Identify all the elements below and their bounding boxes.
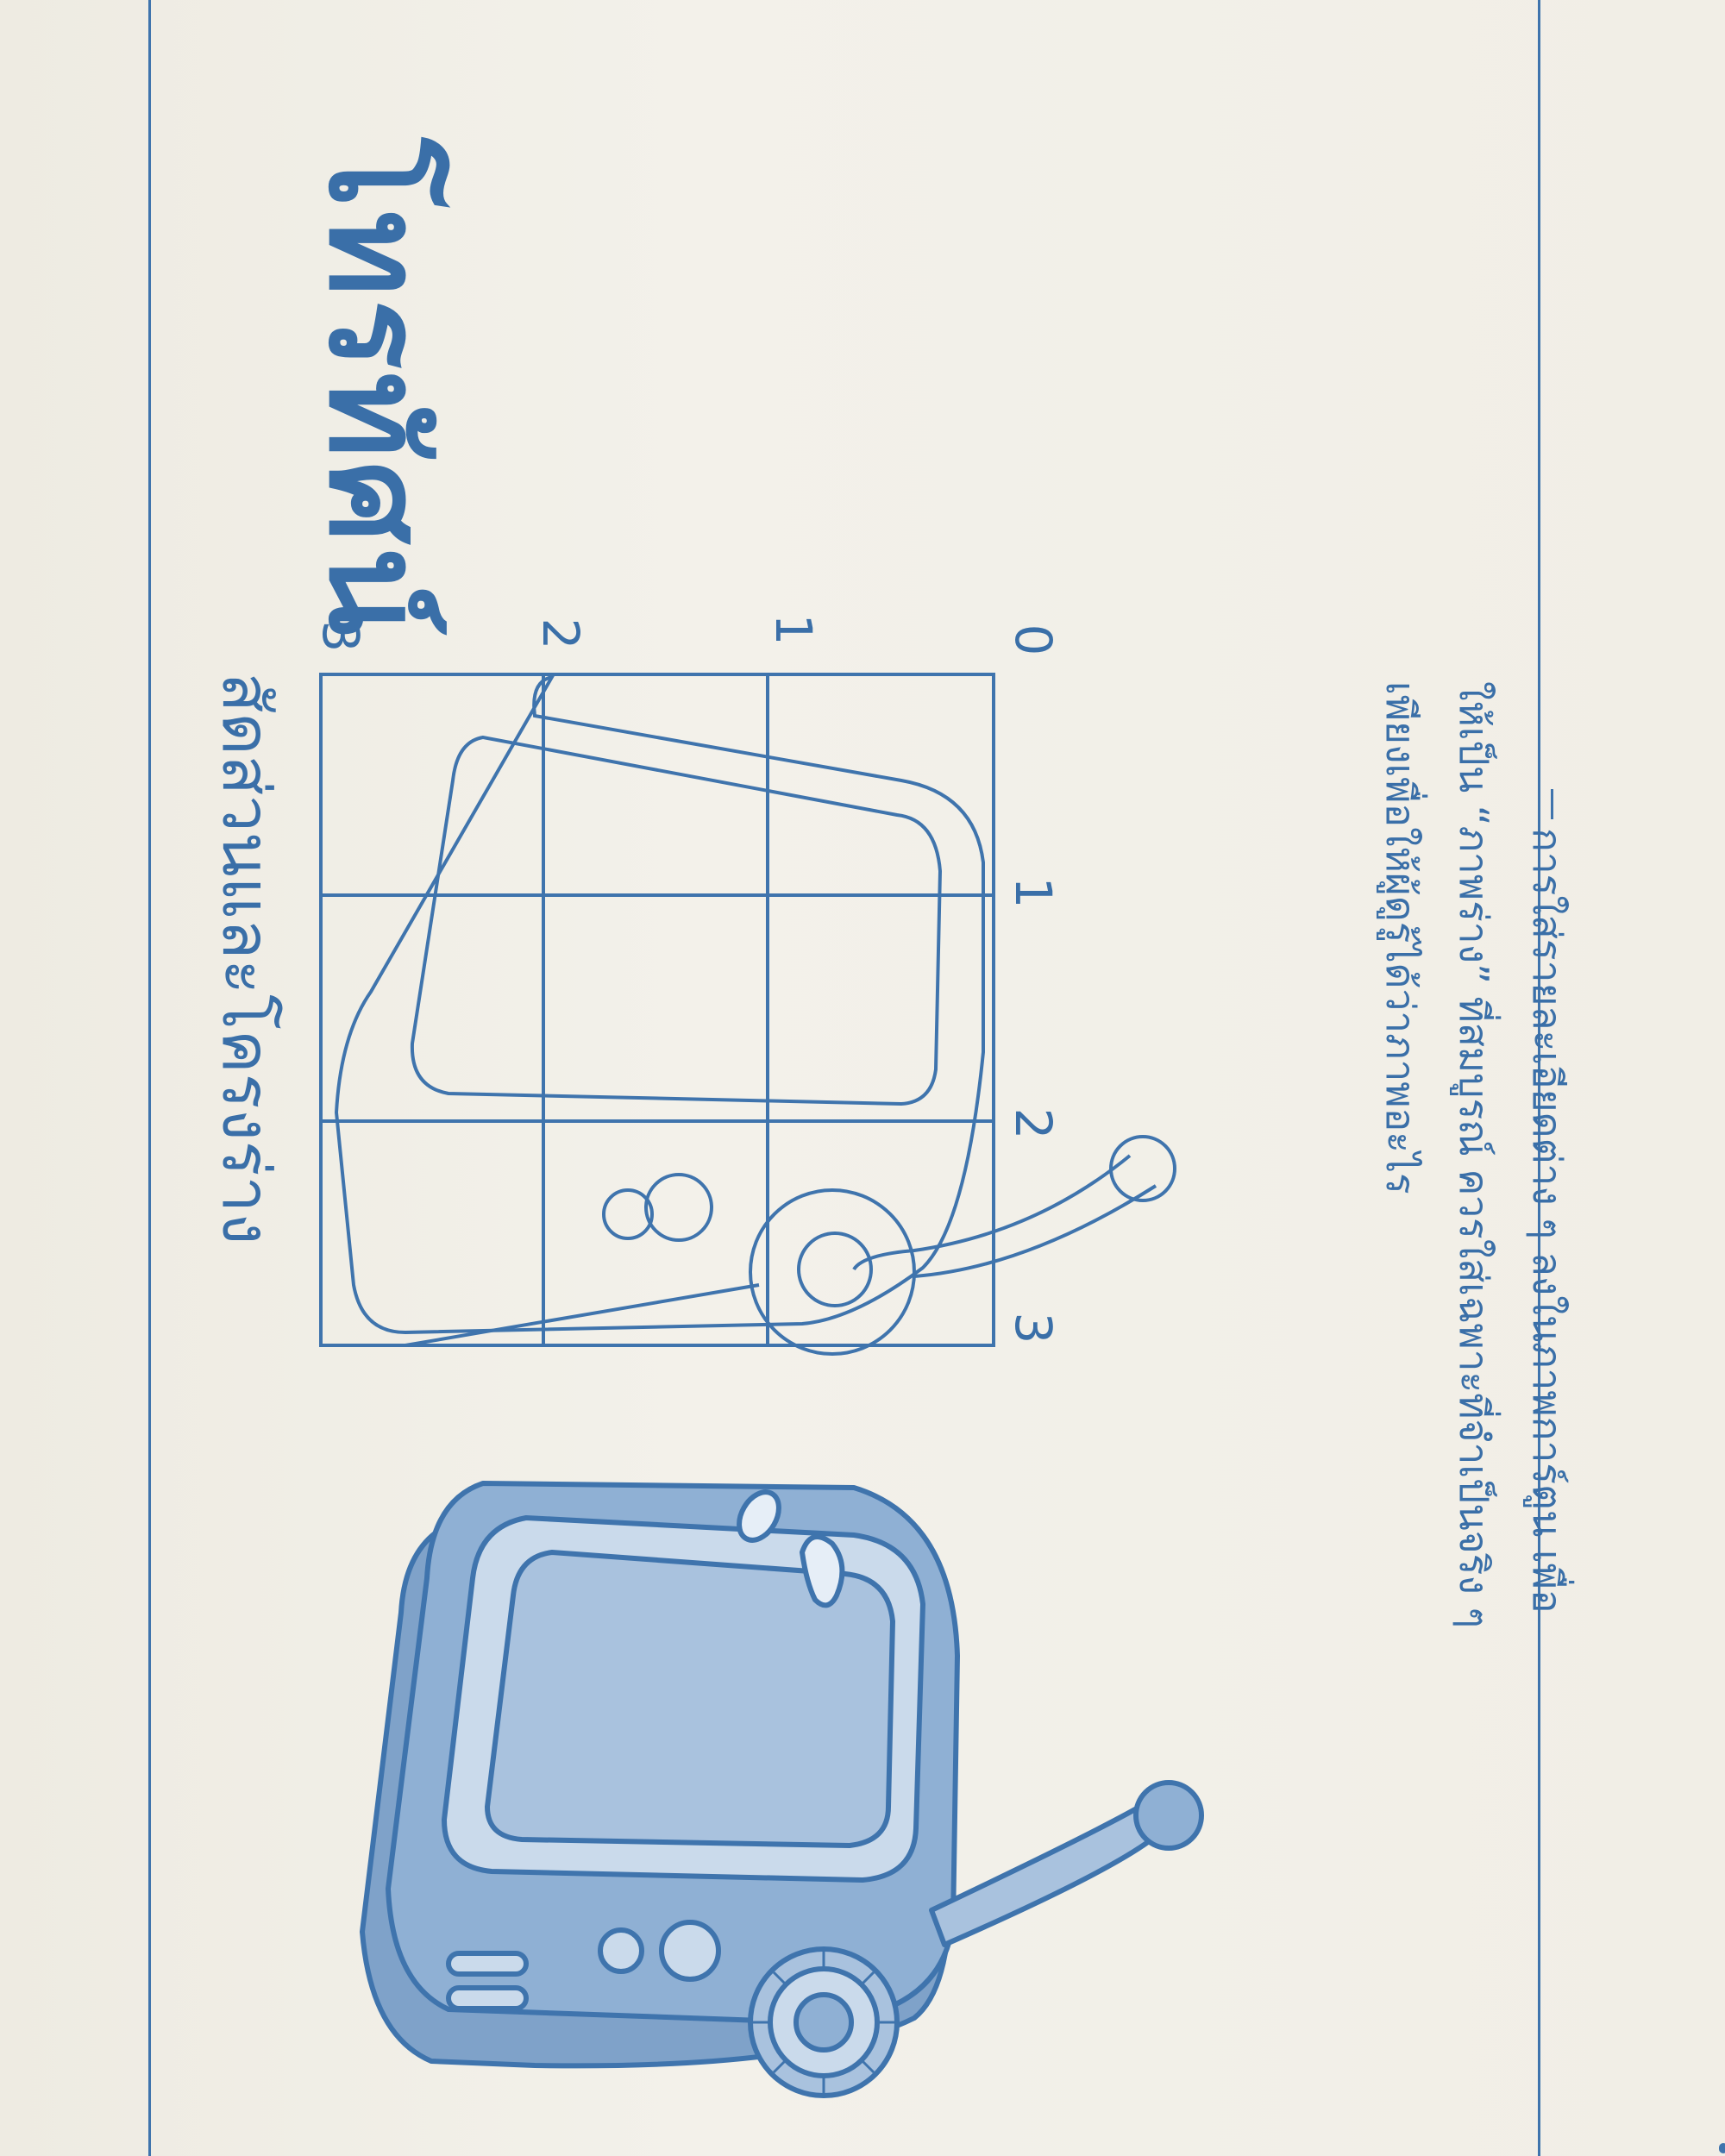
dial-outer-outline	[749, 1188, 916, 1356]
antenna-rod-outline	[852, 1154, 1132, 1271]
knob-large	[659, 1920, 721, 1982]
antenna-ball-outline	[1109, 1135, 1176, 1202]
instruction-leader-line	[1551, 789, 1553, 819]
tv-screen-outline	[410, 735, 943, 1106]
antenna-ball	[1133, 1780, 1204, 1851]
right-margin-rule	[1538, 0, 1540, 2156]
antenna-rod-outline-2	[913, 1184, 1157, 1278]
screen-highlight-large	[800, 1534, 845, 1608]
page-edge-mark	[1719, 2143, 1725, 2153]
tv-body-outline	[334, 674, 985, 1335]
knob-small-outline	[602, 1188, 654, 1240]
tv-screen	[485, 1550, 895, 1848]
antenna-rod	[929, 1800, 1163, 1947]
dial-ticks	[753, 1952, 894, 2093]
dial-center	[794, 1992, 854, 2053]
vent-slot-2	[446, 1985, 529, 2011]
dial-inner-outline	[797, 1232, 873, 1307]
left-margin-rule	[148, 0, 151, 2156]
construction-curve	[405, 1283, 760, 1347]
grid-frame	[319, 673, 995, 1347]
vent-slot-1	[446, 1951, 529, 1977]
screen-highlight-small	[737, 1489, 781, 1543]
knob-small	[598, 1927, 644, 1974]
knob-large-outline	[644, 1173, 713, 1242]
